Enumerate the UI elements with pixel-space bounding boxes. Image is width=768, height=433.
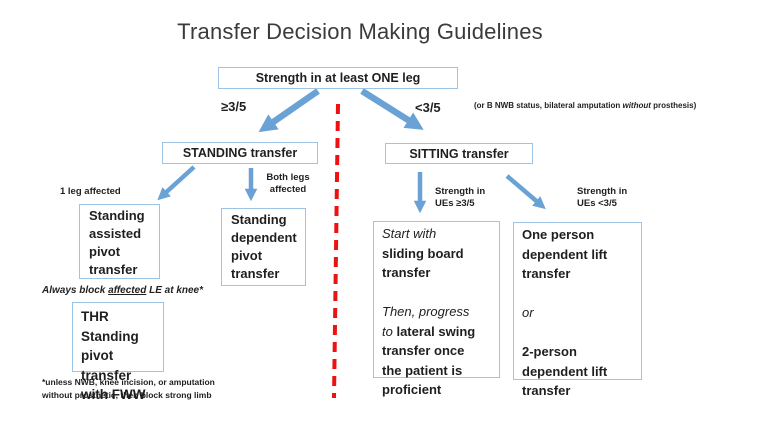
- dependent-line3: pivot: [231, 248, 263, 263]
- thr-line3: with FWW: [81, 387, 146, 402]
- standing-transfer-box: STANDING transfer: [162, 142, 318, 164]
- lift-line6: dependent lift: [522, 363, 608, 379]
- one-leg-affected-label: 1 leg affected: [60, 186, 121, 197]
- sliding-to: to: [382, 323, 397, 339]
- dependent-line4: transfer: [231, 266, 280, 281]
- both-legs-affected-label: Both legs affected: [262, 172, 314, 195]
- standing-dependent-pivot-box: Standing dependent pivot transfer: [221, 208, 306, 286]
- sliding-board-transfer-box: Start with sliding board transfer Then, …: [373, 221, 500, 397]
- standing-assisted-pivot-box: Standing assisted pivot transfer: [79, 204, 160, 279]
- assisted-line1: Standing: [89, 208, 145, 223]
- ue-lt-line2: UEs <3/5: [577, 197, 617, 209]
- lift-line3: transfer: [522, 266, 571, 281]
- lift-line2: dependent lift: [522, 246, 608, 262]
- both-legs-line2: affected: [269, 183, 307, 195]
- sliding-then-progress: Then, progress: [382, 304, 470, 319]
- ue-strength-ge-label: Strength in UEs ≥3/5: [435, 186, 485, 209]
- lift-line1: One person: [522, 227, 595, 242]
- sliding-line3: transfer: [382, 265, 431, 280]
- nwb-status-note: (or B NWB status, bilateral amputation w…: [474, 101, 696, 110]
- ue-ge-line1: Strength in: [435, 186, 486, 197]
- block-note-pre: Always block: [42, 285, 109, 296]
- assisted-line2: assisted: [89, 226, 142, 241]
- both-legs-line1: Both legs: [266, 172, 310, 183]
- root-decision-box: Strength in at least ONE leg: [218, 67, 458, 89]
- lift-blank-line2: [522, 323, 641, 343]
- arrow-standing-to-assisted: [157, 165, 196, 201]
- nwb-footnote: *unless NWB, knee incision, or amputatio…: [42, 376, 215, 402]
- thr-standing-pivot-box: THR Standing pivot transfer with FWW: [72, 302, 164, 402]
- page-title: Transfer Decision Making Guidelines: [177, 19, 543, 44]
- lift-line5: 2-person: [522, 344, 577, 359]
- sliding-line6: to lateral swing: [382, 322, 499, 342]
- block-note-underlined: affected: [108, 285, 147, 296]
- sliding-lateral-swing: lateral swing: [396, 323, 476, 339]
- sliding-blank-line: [382, 283, 499, 303]
- red-dashed-divider-line: [332, 103, 340, 399]
- thr-line1: THR Standing: [81, 309, 139, 344]
- block-note-post: LE at knee*: [146, 285, 204, 296]
- standing-transfer-label: STANDING transfer: [182, 146, 298, 160]
- dependent-line1: Standing: [231, 212, 287, 227]
- sliding-line7: transfer once: [382, 343, 465, 358]
- nwb-note-without: without: [622, 101, 651, 110]
- ue-ge-line2: UEs ≥3/5: [435, 197, 475, 209]
- nwb-note-pre: (or B NWB status, bilateral amputation: [474, 101, 623, 110]
- root-decision-label: Strength in at least ONE leg: [255, 71, 421, 85]
- lift-blank-line1: [522, 284, 641, 304]
- footnote-line1: *unless NWB, knee incision, or amputatio…: [42, 377, 215, 387]
- dependent-lift-transfer-box: One person dependent lift transfer or 2-…: [513, 222, 642, 398]
- thr-line2: pivot transfer: [81, 348, 132, 383]
- arrow-root-to-standing: [258, 88, 320, 133]
- ue-lt-line1: Strength in: [577, 186, 628, 197]
- arrow-root-to-sitting: [360, 88, 424, 130]
- sliding-line9: proficient: [382, 382, 442, 397]
- arrow-sitting-to-lift: [505, 174, 546, 210]
- lift-line7: transfer: [522, 383, 571, 398]
- lift-or: or: [522, 305, 534, 320]
- block-affected-le-note: Always block affected LE at knee*: [42, 285, 203, 296]
- assisted-line3: pivot: [89, 244, 121, 259]
- dependent-line2: dependent: [231, 230, 297, 245]
- sliding-line8: the patient is: [382, 362, 463, 378]
- sitting-transfer-box: SITTING transfer: [385, 143, 533, 164]
- condition-lt-3-5: <3/5: [415, 100, 441, 115]
- sliding-line2: sliding board: [382, 245, 464, 261]
- sitting-transfer-label: SITTING transfer: [409, 146, 509, 161]
- sliding-start-with: Start with: [382, 226, 437, 241]
- nwb-note-post: prosthesis): [650, 101, 697, 110]
- assisted-line4: transfer: [89, 262, 138, 277]
- condition-ge-3-5: ≥3/5: [221, 99, 247, 114]
- footnote-line2: without prosthetic, then block strong li…: [42, 390, 212, 400]
- ue-strength-lt-label: Strength in UEs <3/5: [577, 186, 627, 209]
